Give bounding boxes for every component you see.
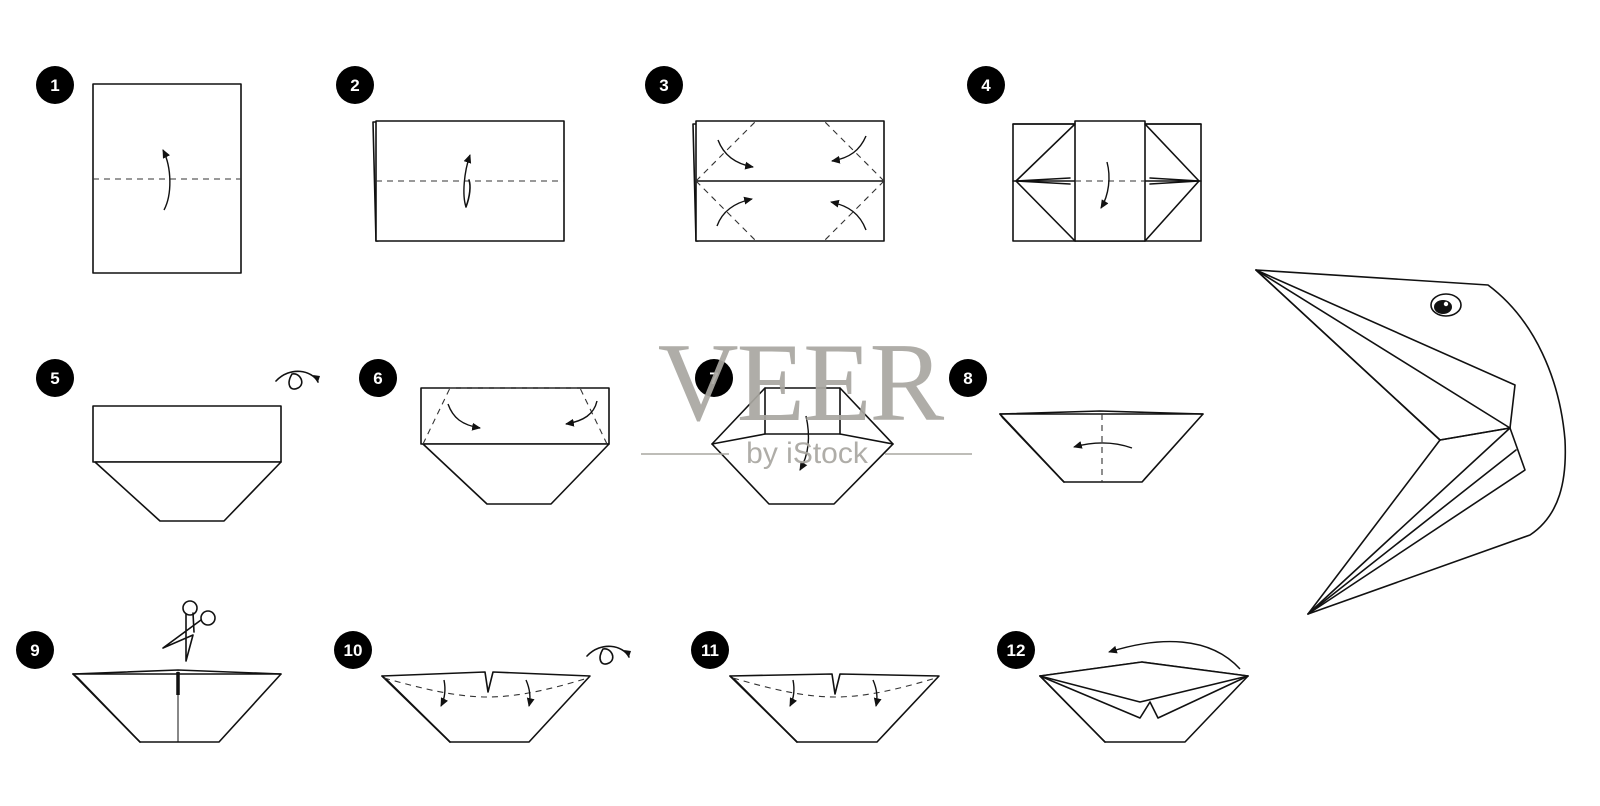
step-8-badge: 8 (949, 359, 987, 397)
step-11-number: 11 (701, 641, 719, 660)
step-8-paper (999, 410, 1204, 483)
fold-arrow-icon (717, 139, 754, 170)
step-10-number: 10 (344, 641, 363, 660)
step-3-badge: 3 (645, 66, 683, 104)
fold-arrow-icon (525, 679, 535, 707)
step-9: 9 (16, 600, 282, 743)
step-11: 11 (691, 631, 940, 743)
fold-arrow-icon (463, 154, 472, 208)
step-6: 6 (359, 359, 610, 505)
step-4: 4 (967, 66, 1202, 242)
step-11-badge: 11 (691, 631, 729, 669)
step-9-number: 9 (30, 641, 39, 660)
bird-eye-icon (1430, 293, 1462, 317)
step-10: 10 (334, 631, 631, 743)
step-6-badge: 6 (359, 359, 397, 397)
step-5-paper (92, 405, 282, 522)
fold-arrow-icon (440, 679, 449, 707)
step-7-badge: 7 (695, 359, 733, 397)
step-3-number: 3 (659, 76, 668, 95)
step-2: 2 (336, 66, 565, 242)
step-4-paper (1012, 120, 1202, 242)
step-10-paper (381, 671, 591, 743)
finished-bird-head (1255, 269, 1567, 615)
fold-arrow-icon (447, 403, 481, 431)
fold-arrow-icon (716, 196, 753, 227)
step-12-number: 12 (1007, 641, 1026, 660)
turn-over-icon (275, 370, 320, 390)
step-12-paper (1039, 640, 1249, 743)
step-12-badge: 12 (997, 631, 1035, 669)
step-7: 7 (695, 359, 894, 505)
watermark-tagline: by iStock (746, 437, 869, 470)
scissors-icon (162, 600, 216, 662)
step-1: 1 (36, 66, 242, 274)
step-6-number: 6 (373, 369, 382, 388)
step-7-number: 7 (709, 369, 718, 388)
step-4-number: 4 (981, 76, 991, 95)
step-11-paper (729, 673, 940, 743)
step-5-number: 5 (50, 369, 59, 388)
step-6-paper (420, 387, 610, 505)
step-2-number: 2 (350, 76, 359, 95)
fold-arrow-icon (872, 679, 882, 707)
fold-arrow-icon (1073, 441, 1133, 449)
step-2-badge: 2 (336, 66, 374, 104)
step-4-badge: 4 (967, 66, 1005, 104)
fold-arrow-icon (1108, 640, 1241, 670)
step-8-number: 8 (963, 369, 972, 388)
step-1-badge: 1 (36, 66, 74, 104)
step-1-number: 1 (50, 76, 59, 95)
step-5-badge: 5 (36, 359, 74, 397)
fold-arrow-icon (162, 149, 171, 211)
watermark-brand: VEER (658, 321, 945, 445)
step-10-badge: 10 (334, 631, 372, 669)
step-1-paper (92, 83, 242, 274)
step-12: 12 (997, 631, 1249, 743)
fold-arrow-icon (1100, 161, 1110, 209)
fold-arrow-icon (789, 679, 798, 707)
step-9-paper (72, 669, 282, 743)
watermark: VEER by iStock (641, 321, 972, 470)
fold-arrow-icon (799, 415, 810, 471)
step-8: 8 (949, 359, 1204, 483)
fold-arrow-icon (831, 135, 867, 164)
fold-arrow-icon (830, 199, 867, 231)
step-5: 5 (36, 359, 320, 522)
step-9-badge: 9 (16, 631, 54, 669)
step-3-paper (692, 120, 885, 242)
turn-over-icon (586, 645, 631, 665)
step-7-paper (711, 387, 894, 505)
step-2-paper (372, 120, 565, 242)
fold-arrow-icon (565, 400, 598, 427)
step-3: 3 (645, 66, 885, 242)
